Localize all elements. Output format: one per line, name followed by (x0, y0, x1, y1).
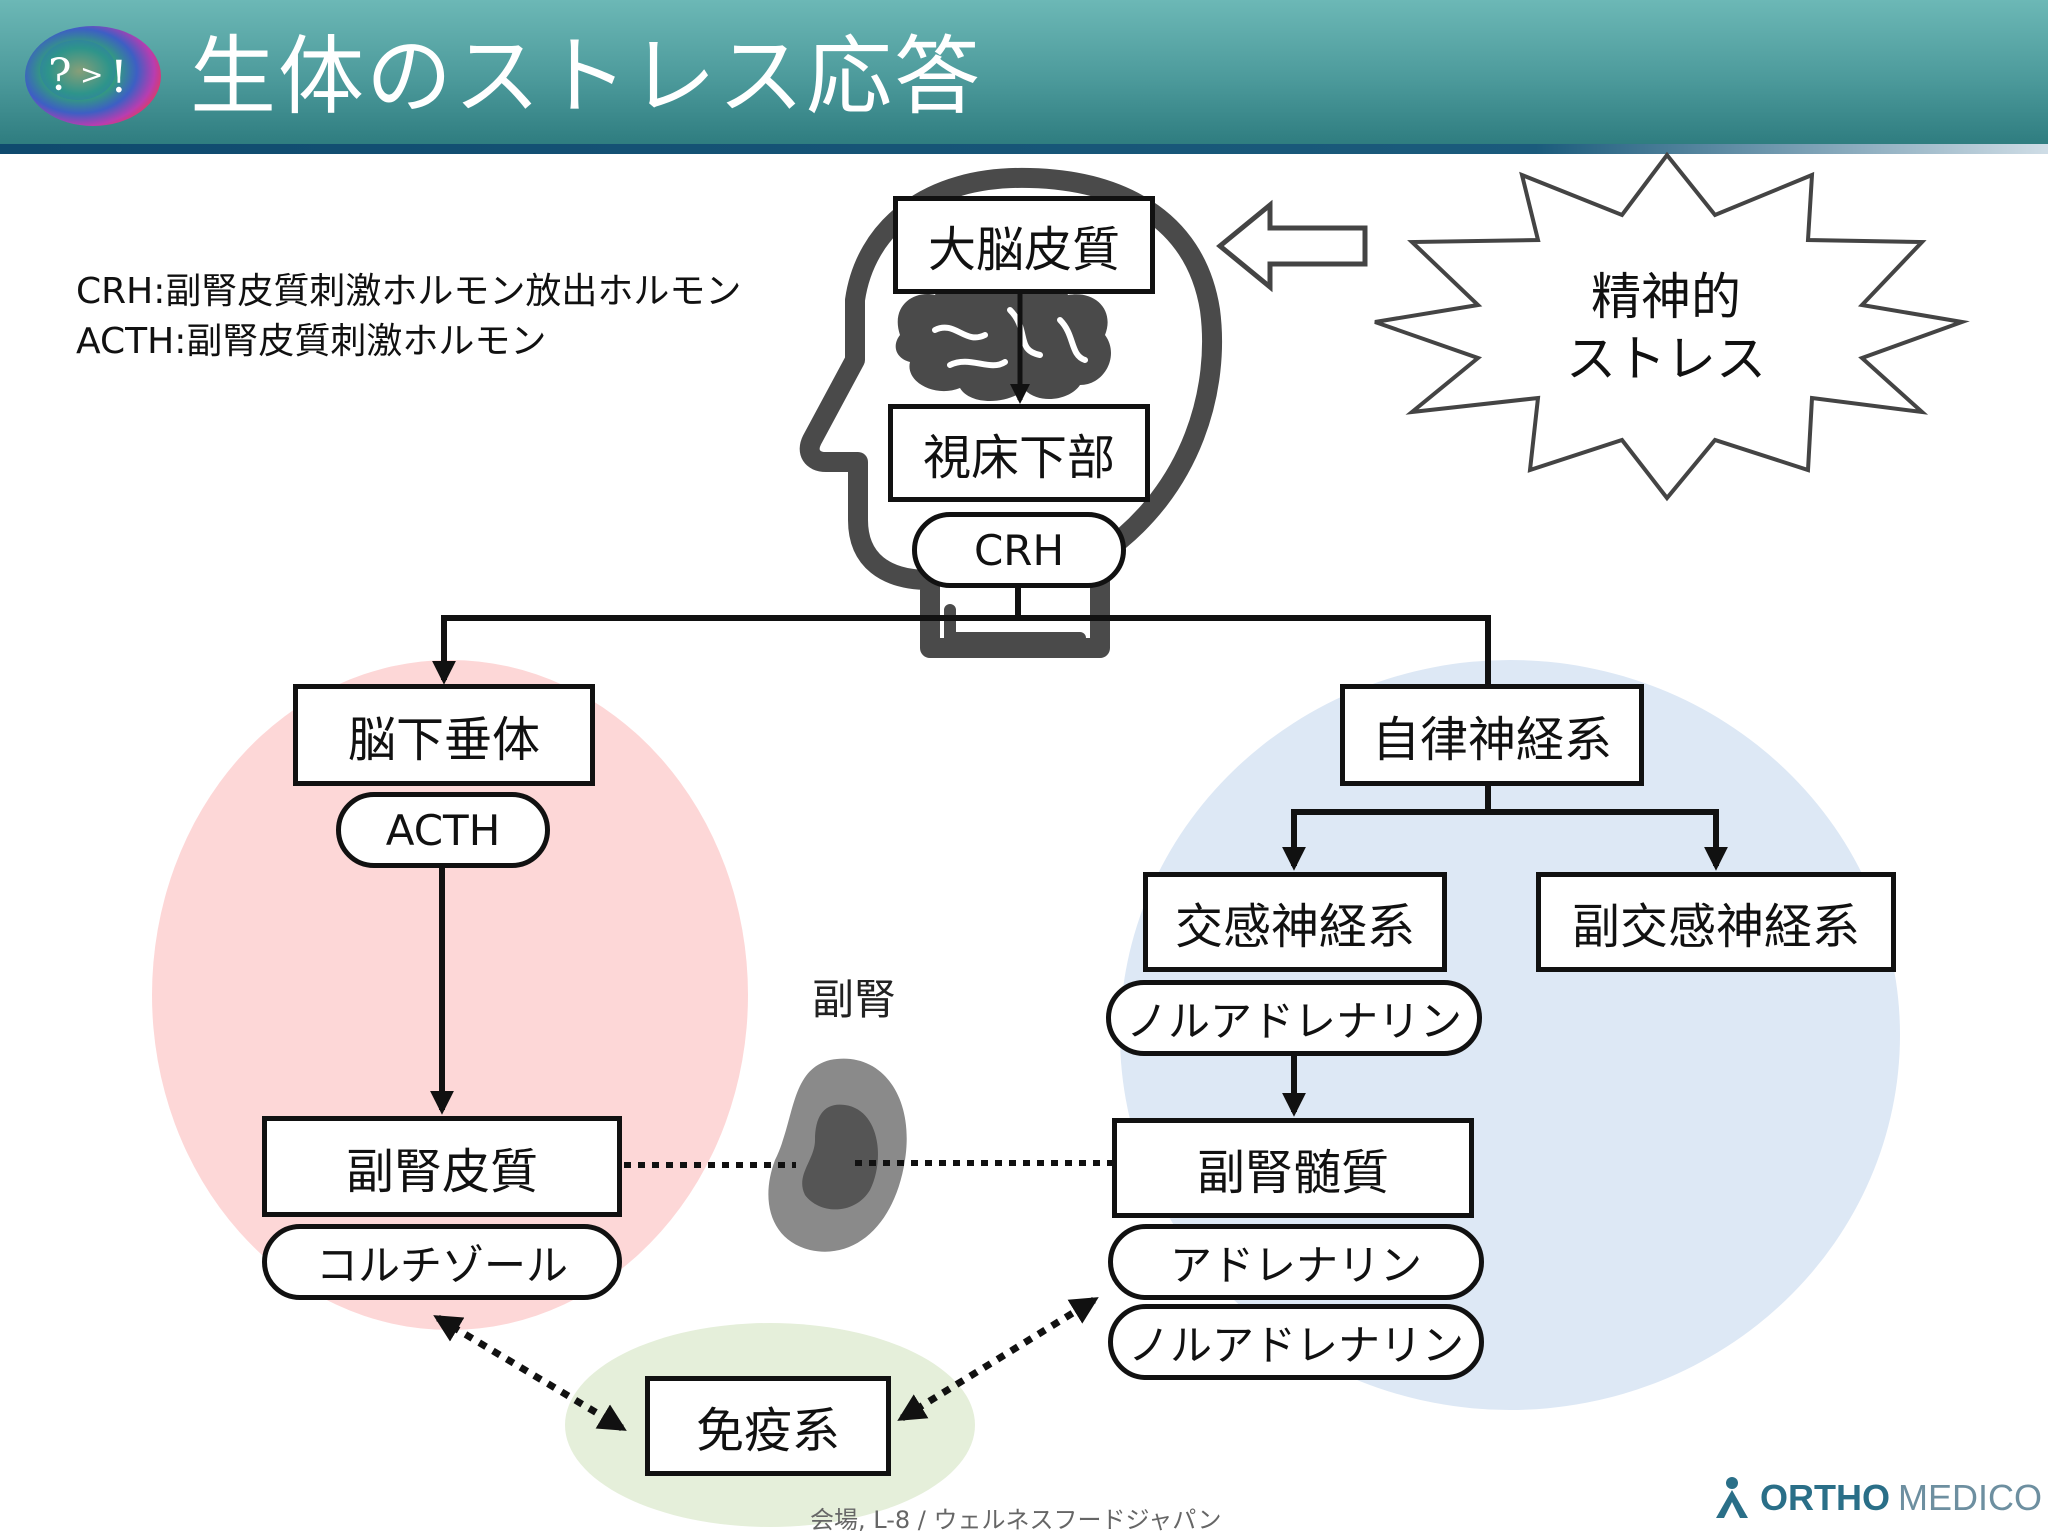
page-title: 生体のストレス応答 (190, 27, 982, 127)
head-brain-icon (799, 167, 1222, 658)
autonomic-nervous-system-box: 自律神経系 (1340, 684, 1644, 786)
adrenal-gland-label: 副腎 (812, 975, 897, 1024)
header-banner (0, 0, 2048, 144)
svg-text:>: > (80, 58, 103, 91)
parasympathetic-box: 副交感神経系 (1536, 872, 1896, 972)
pituitary-box: 脳下垂体 (293, 684, 595, 786)
noradrenaline-pill-sympathetic: ノルアドレナリン (1106, 980, 1482, 1056)
adrenal-medulla-box: 副腎髄質 (1112, 1118, 1474, 1218)
stress-starburst (1374, 151, 1970, 502)
acth-pill: ACTH (336, 792, 550, 868)
mental-stress-label: 精神的 ストレス (1566, 266, 1766, 390)
svg-text:!: ! (110, 52, 128, 103)
footer-source-text: 会場, L-8 / ウェルネスフードジャパン (810, 1506, 1222, 1534)
brand-ortho: ORTHO (1760, 1477, 1890, 1518)
person-icon (1716, 1477, 1748, 1518)
sympathetic-box: 交感神経系 (1143, 872, 1447, 972)
legend-acth-definition: ACTH:副腎皮質刺激ホルモン (76, 321, 547, 362)
noradrenaline-pill-medulla: ノルアドレナリン (1108, 1304, 1484, 1380)
immune-system-box: 免疫系 (645, 1376, 891, 1476)
cortisol-immune-dotted-arrow (433, 1314, 627, 1432)
question-bubble-logo-icon: ? > ! (25, 26, 161, 126)
stress-input-arrow-shape (1216, 199, 1368, 293)
mental-stress-line1: 精神的 (1591, 268, 1741, 326)
cortex-box: 大脳皮質 (893, 196, 1155, 294)
crh-pill: CRH (912, 512, 1126, 588)
hypothalamus-box: 視床下部 (888, 404, 1150, 502)
adrenal-cortex-box: 副腎皮質 (262, 1116, 622, 1217)
legend-crh-definition: CRH:副腎皮質刺激ホルモン放出ホルモン (76, 271, 742, 312)
svg-text:?: ? (48, 50, 72, 101)
adrenaline-pill: アドレナリン (1108, 1224, 1484, 1300)
ortho-medico-logo: ORTHO MEDICO (1712, 1474, 2042, 1522)
header-underline (0, 144, 2048, 154)
brand-medico: MEDICO (1898, 1477, 2042, 1518)
adrenal-gland-icon (768, 1058, 907, 1252)
mental-stress-line2: ストレス (1566, 330, 1766, 388)
medulla-immune-dotted-arrow (897, 1297, 1099, 1421)
cortisol-pill: コルチゾール (262, 1224, 622, 1300)
